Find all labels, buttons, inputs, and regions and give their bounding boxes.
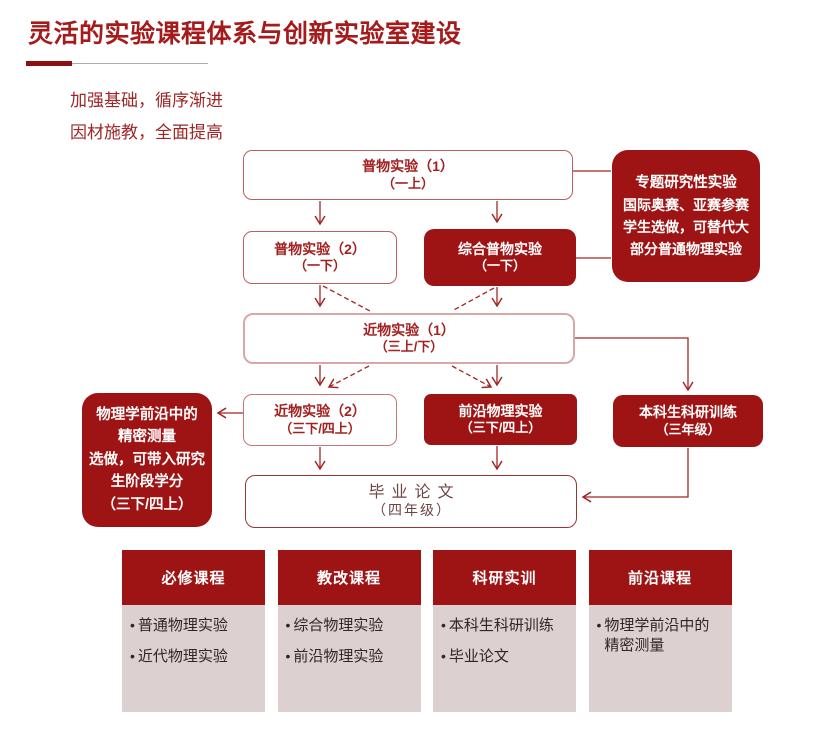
category-item: • 本科生科研训练 [441,616,572,636]
flow-box-term: （一下） [293,258,346,274]
flow-box-term: （一下） [473,258,526,274]
category-item-label: 前沿物理实验 [293,648,384,666]
flow-box-title: 近物实验（1） [363,321,455,338]
flow-box-undergraduate-research-training: 本科生科研训练 （三年级） [613,395,763,447]
flow-box-title: 前沿物理实验 [458,402,543,419]
bullet-icon: • [441,648,446,665]
category-header: 必修课程 [122,550,265,605]
motto-line-1: 加强基础，循序渐进 [70,91,223,110]
flow-box-precision-measurement-frontier: 物理学前沿中的 精密测量 选做，可带入研究 生阶段学分 （三下/四上） [82,393,212,527]
category-body: • 物理学前沿中的精密测量 [588,605,732,712]
flow-box-modern-physics-lab-2: 近物实验（2） （三下/四上） [243,394,397,446]
connector-jinwu1-to-keyan [575,337,694,392]
flow-box-frontier-physics-lab: 前沿物理实验 （三下/四上） [424,394,577,445]
category-header: 前沿课程 [588,550,732,605]
category-item-label: 物理学前沿中的精密测量 [604,617,710,655]
category-item-label: 近代物理实验 [137,648,228,666]
flow-box-title: 精密测量 [118,429,176,446]
flow-box-note-line: 国际奥赛、亚赛参赛 [623,197,749,213]
category-body: • 普通物理实验 • 近代物理实验 [122,605,265,712]
category-column-reform-courses: 教改课程 • 综合物理实验 • 前沿物理实验 [277,550,421,712]
course-category-panel: 必修课程 • 普通物理实验 • 近代物理实验 教改课程 • 综合物理实验 [122,550,732,712]
connector-jinwu1-to-qianyan-dashed [451,365,493,389]
flow-box-general-physics-lab-1: 普物实验（1） （一上） [243,150,573,200]
title-divider-line [28,63,208,64]
category-item-label: 本科生科研训练 [448,617,554,634]
title-divider-accent [26,61,72,66]
flow-box-special-research-experiment: 专题研究性实验 国际奥赛、亚赛参赛 学生选做，可替代大 部分普通物理实验 [612,150,760,282]
flow-box-title: 物理学前沿中的 [96,406,198,423]
bullet-icon: • [130,617,135,633]
category-column-required-courses: 必修课程 • 普通物理实验 • 近代物理实验 [122,550,265,712]
connector-puwu2-to-jinwu1-dashed [322,285,371,312]
bullet-icon: • [596,617,602,633]
flow-box-term: （三年级） [655,421,721,437]
flow-box-term: （三下/四上） [101,496,193,513]
flow-box-title: 普物实验（1） [362,158,454,175]
category-item-label: 综合物理实验 [293,617,384,634]
flow-box-title: 综合普物实验 [458,240,542,257]
flow-box-note-line: 生阶段学分 [110,474,184,491]
flow-box-note-line: 部分普通物理实验 [630,241,742,257]
motto-line-2: 因材施教，全面提高 [70,123,223,142]
flow-box-title: 近物实验（2） [274,403,366,420]
category-body: • 综合物理实验 • 前沿物理实验 [277,605,421,712]
connector-keyan-to-biye [581,448,689,503]
category-header: 科研实训 [433,550,576,605]
bullet-icon: • [285,648,291,665]
flow-box-comprehensive-general-physics-lab: 综合普物实验 （一下） [424,229,576,286]
flow-box-note-line: 选做，可带入研究 [89,451,205,468]
category-column-research-practice: 科研实训 • 本科生科研训练 • 毕业论文 [433,550,576,712]
category-item: • 物理学前沿中的精密测量 [597,616,728,657]
category-item-label: 毕业论文 [448,648,509,666]
flow-box-note-line: 学生选做，可替代大 [623,219,749,235]
flow-box-graduation-thesis: 毕业论文 （四年级） [245,475,577,528]
page-title: 灵活的实验课程体系与创新实验室建设 [28,20,462,48]
bullet-icon: • [441,617,446,633]
flow-box-term: （三上/下） [374,339,444,355]
category-item: • 前沿物理实验 [286,647,417,667]
flow-box-title: 普物实验（2） [274,240,366,257]
flow-box-modern-physics-lab-1: 近物实验（1） （三上/下） [243,313,575,364]
category-item: • 综合物理实验 [286,616,417,636]
flow-box-general-physics-lab-2: 普物实验（2） （一下） [243,231,397,284]
category-body: • 本科生科研训练 • 毕业论文 [433,605,576,712]
flow-box-term: （四年级） [372,503,452,519]
flow-box-title: 专题研究性实验 [635,175,737,191]
category-item: • 近代物理实验 [130,647,261,667]
connector-zonghe-to-jinwu1-dashed [451,287,495,312]
category-column-frontier-courses: 前沿课程 • 物理学前沿中的精密测量 [588,550,732,712]
flow-box-title: 本科生科研训练 [639,404,737,421]
category-header: 教改课程 [277,550,421,605]
category-item-label: 普通物理实验 [137,617,228,634]
category-item: • 普通物理实验 [130,616,261,636]
flow-box-term: （三下/四上） [459,420,542,436]
flow-box-title: 毕业论文 [368,483,461,501]
connector-jinwu1-to-jinwu2-dashed [327,365,370,389]
category-item: • 毕业论文 [441,647,572,667]
flow-box-term: （三下/四上） [279,420,361,436]
flow-box-term: （一上） [381,175,434,191]
bullet-icon: • [130,648,135,665]
bullet-icon: • [285,617,291,633]
